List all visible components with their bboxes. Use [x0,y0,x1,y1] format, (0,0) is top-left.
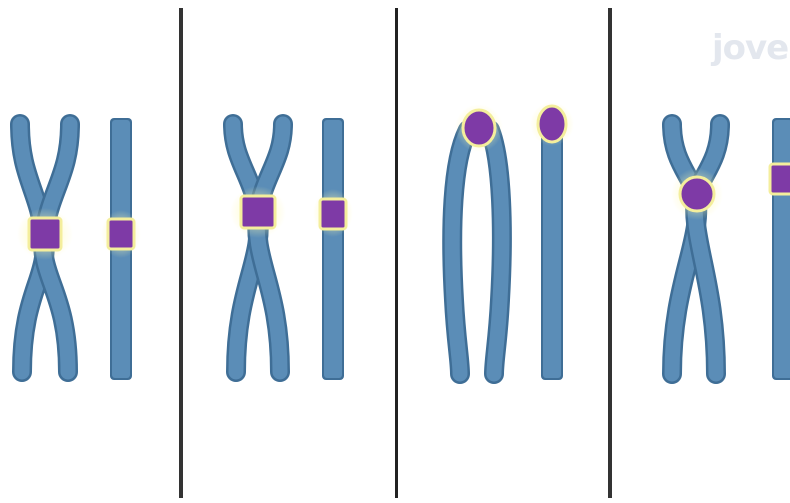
replicated-chromosome [452,130,502,374]
centromere [680,177,714,211]
submetacentric-panel [230,118,353,380]
acrocentric-panel [671,118,790,380]
centromere [538,106,566,142]
centromere [463,110,495,146]
divider-2 [395,8,398,498]
single-chromosome [313,118,353,380]
metacentric-panel [17,118,141,380]
centromere [320,199,346,229]
single-chromosome [530,102,574,380]
replicated-chromosome [233,124,283,372]
replicated-chromosome [672,124,720,374]
single-chromosome [770,118,790,380]
centromere [241,196,275,228]
centromere [770,164,790,194]
single-chromosome [101,118,141,380]
centromere [108,219,134,249]
telocentric-panel [452,102,574,380]
jove-watermark-logo: jove [712,28,788,68]
centromere [29,218,61,250]
divider-3 [608,8,612,498]
divider-1 [179,8,183,498]
